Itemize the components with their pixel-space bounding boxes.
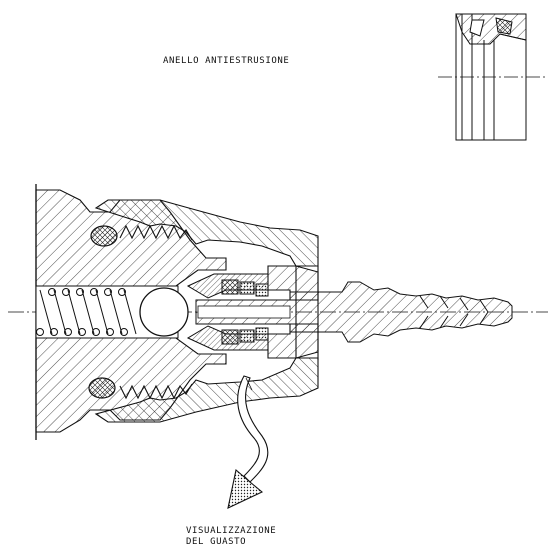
o-ring-lower xyxy=(88,377,116,399)
fault-display-label: VISUALIZZAZIONE DEL GUASTO xyxy=(186,526,276,548)
check-ball xyxy=(139,287,189,337)
o-ring-upper xyxy=(90,225,118,247)
ring-detail xyxy=(455,13,527,141)
fault-display-line1: VISUALIZZAZIONE xyxy=(186,526,277,536)
fault-arrow xyxy=(227,375,269,509)
fault-display-line2: DEL GUASTO xyxy=(186,537,247,547)
coupling-body xyxy=(35,184,227,440)
hose-nipple xyxy=(195,281,513,343)
spring xyxy=(36,288,137,336)
outer-nut xyxy=(94,199,319,423)
valve-seat xyxy=(186,273,269,351)
anti-extrusion-ring-label: ANELLO ANTIESTRUSIONE xyxy=(163,56,290,66)
fault-leader xyxy=(245,377,253,391)
right-nut xyxy=(267,265,319,360)
